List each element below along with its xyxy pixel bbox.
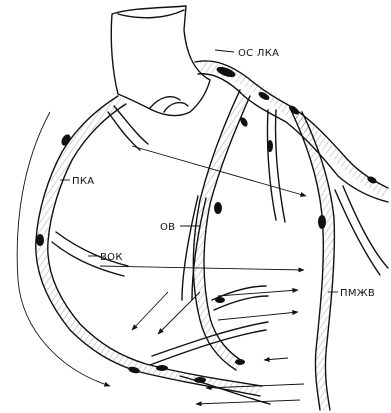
label-rca: ПКА bbox=[72, 176, 94, 187]
aorta bbox=[111, 6, 210, 116]
label-lca-os: ОС ЛКА bbox=[238, 48, 279, 59]
label-ov: ОВ bbox=[160, 222, 175, 233]
circumflex-artery bbox=[182, 90, 268, 370]
label-pmzhv: ПМЖВ bbox=[340, 288, 375, 299]
label-vok: ВОК bbox=[100, 252, 123, 263]
